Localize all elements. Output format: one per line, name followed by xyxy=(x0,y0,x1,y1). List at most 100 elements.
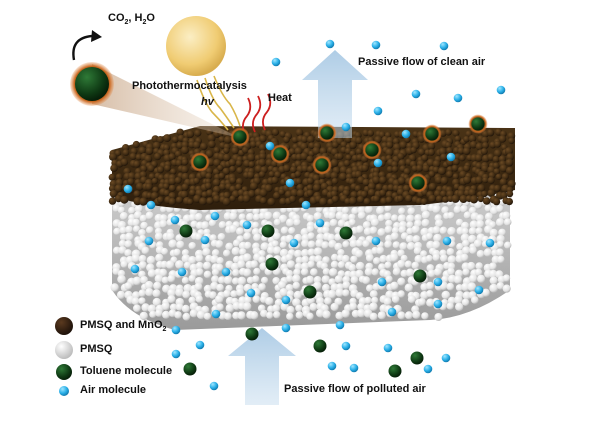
heat-label: Heat xyxy=(268,92,292,104)
pmsq-mno2-bead xyxy=(492,197,501,206)
pmsq-bead xyxy=(140,276,149,284)
pmsq-mno2-bead xyxy=(241,146,249,154)
toluene-molecule xyxy=(273,147,287,161)
pmsq-mno2-bead xyxy=(145,147,154,156)
pmsq-bead xyxy=(252,213,261,221)
pmsq-bead xyxy=(334,275,343,284)
pmsq-mno2-bead xyxy=(120,158,129,166)
pmsq-mno2-bead xyxy=(235,183,243,191)
pmsq-bead xyxy=(377,228,386,237)
pmsq-mno2-bead xyxy=(452,173,459,180)
pmsq-bead xyxy=(267,246,276,255)
pmsq-bead xyxy=(313,281,322,291)
pmsq-bead xyxy=(119,212,128,221)
toluene-molecule xyxy=(193,155,207,169)
zoom-cone xyxy=(92,64,240,138)
pmsq-mno2-bead xyxy=(122,144,130,152)
pmsq-bead xyxy=(167,295,176,304)
pmsq-bead xyxy=(176,240,185,249)
pmsq-mno2-bead xyxy=(258,152,267,161)
pmsq-mno2-bead xyxy=(445,141,452,149)
pmsq-mno2-bead xyxy=(259,188,268,197)
pmsq-mno2-bead xyxy=(222,167,230,175)
pmsq-bead xyxy=(330,302,339,312)
pmsq-bead xyxy=(456,243,464,251)
air-molecule xyxy=(242,220,252,230)
pmsq-bead xyxy=(223,275,233,285)
pmsq-mno2-bead xyxy=(204,182,212,190)
pmsq-mno2-bead xyxy=(133,190,141,198)
pmsq-bead xyxy=(131,218,140,227)
pmsq-mno2-bead xyxy=(258,158,267,167)
pmsq-mno2-bead xyxy=(295,128,304,137)
pmsq-mno2-bead xyxy=(435,195,443,203)
pmsq-bead xyxy=(288,227,296,235)
air-molecule xyxy=(221,267,231,277)
pmsq-mno2-bead xyxy=(295,178,303,185)
pmsq-mno2-bead xyxy=(200,142,208,151)
pmsq-bead xyxy=(441,206,450,215)
pmsq-mno2-bead xyxy=(258,171,266,178)
pmsq-bead xyxy=(404,283,413,292)
air-molecule xyxy=(195,340,205,350)
byproducts-label: CO2, H2O xyxy=(108,12,155,27)
air-molecule xyxy=(371,40,381,50)
pmsq-bead xyxy=(421,210,431,220)
toluene-molecule xyxy=(320,126,334,140)
pmsq-mno2-bead xyxy=(176,128,184,136)
pmsq-bead xyxy=(165,260,175,270)
air-molecule xyxy=(146,200,156,210)
pmsq-bead xyxy=(376,206,385,215)
pmsq-mno2-bead xyxy=(504,147,513,156)
pmsq-bead xyxy=(124,249,132,257)
pmsq-mno2-bead xyxy=(127,172,136,181)
pmsq-mno2-bead xyxy=(156,136,164,144)
pmsq-mno2-bead xyxy=(354,185,362,192)
pmsq-bead xyxy=(194,233,203,241)
air-molecule xyxy=(485,238,495,248)
pmsq-bead xyxy=(252,207,260,216)
pmsq-bead xyxy=(407,295,416,304)
pmsq-bead xyxy=(307,240,316,249)
pmsq-mno2-bead xyxy=(279,130,287,138)
pmsq-bead xyxy=(232,239,241,247)
pmsq-bead xyxy=(175,288,184,297)
pmsq-mno2-bead xyxy=(451,164,459,172)
pmsq-bead xyxy=(405,235,414,244)
pmsq-bead xyxy=(147,304,157,314)
pmsq-mno2-bead xyxy=(259,197,267,205)
pmsq-bead xyxy=(202,247,211,257)
pmsq-bead xyxy=(293,268,301,277)
pmsq-bead xyxy=(357,302,365,311)
curved-arrow-icon xyxy=(72,30,102,61)
pmsq-bead xyxy=(306,214,315,223)
pmsq-mno2-bead xyxy=(213,147,220,154)
pmsq-bead xyxy=(462,268,470,276)
pmsq-bead xyxy=(160,205,168,213)
pmsq-bead xyxy=(460,205,468,213)
hv-label: hv xyxy=(201,96,214,108)
pmsq-bead xyxy=(133,304,141,313)
pmsq-bead xyxy=(261,276,269,284)
toluene-molecule xyxy=(313,339,327,353)
pmsq-bead xyxy=(243,232,252,241)
pmsq-bead xyxy=(357,308,366,318)
pmsq-bead xyxy=(481,288,490,297)
pmsq-bead xyxy=(253,267,261,276)
pmsq-mno2-bead xyxy=(267,197,276,206)
pmsq-bead xyxy=(406,221,414,229)
pmsq-mno2-bead xyxy=(150,192,159,200)
light-source-icon xyxy=(166,16,226,76)
pmsq-bead xyxy=(152,297,161,307)
pmsq-mno2-bead xyxy=(145,183,153,191)
pmsq-bead xyxy=(162,310,170,319)
pmsq-bead xyxy=(434,313,443,321)
pmsq-bead xyxy=(238,213,246,221)
pmsq-mno2-bead xyxy=(396,195,404,203)
pmsq-mno2-bead xyxy=(494,140,502,148)
legend-symbols xyxy=(55,317,73,396)
pmsq-mno2-bead xyxy=(247,190,256,198)
pmsq-bead xyxy=(327,233,336,242)
air-molecule xyxy=(301,200,311,210)
pmsq-bead xyxy=(155,253,164,262)
